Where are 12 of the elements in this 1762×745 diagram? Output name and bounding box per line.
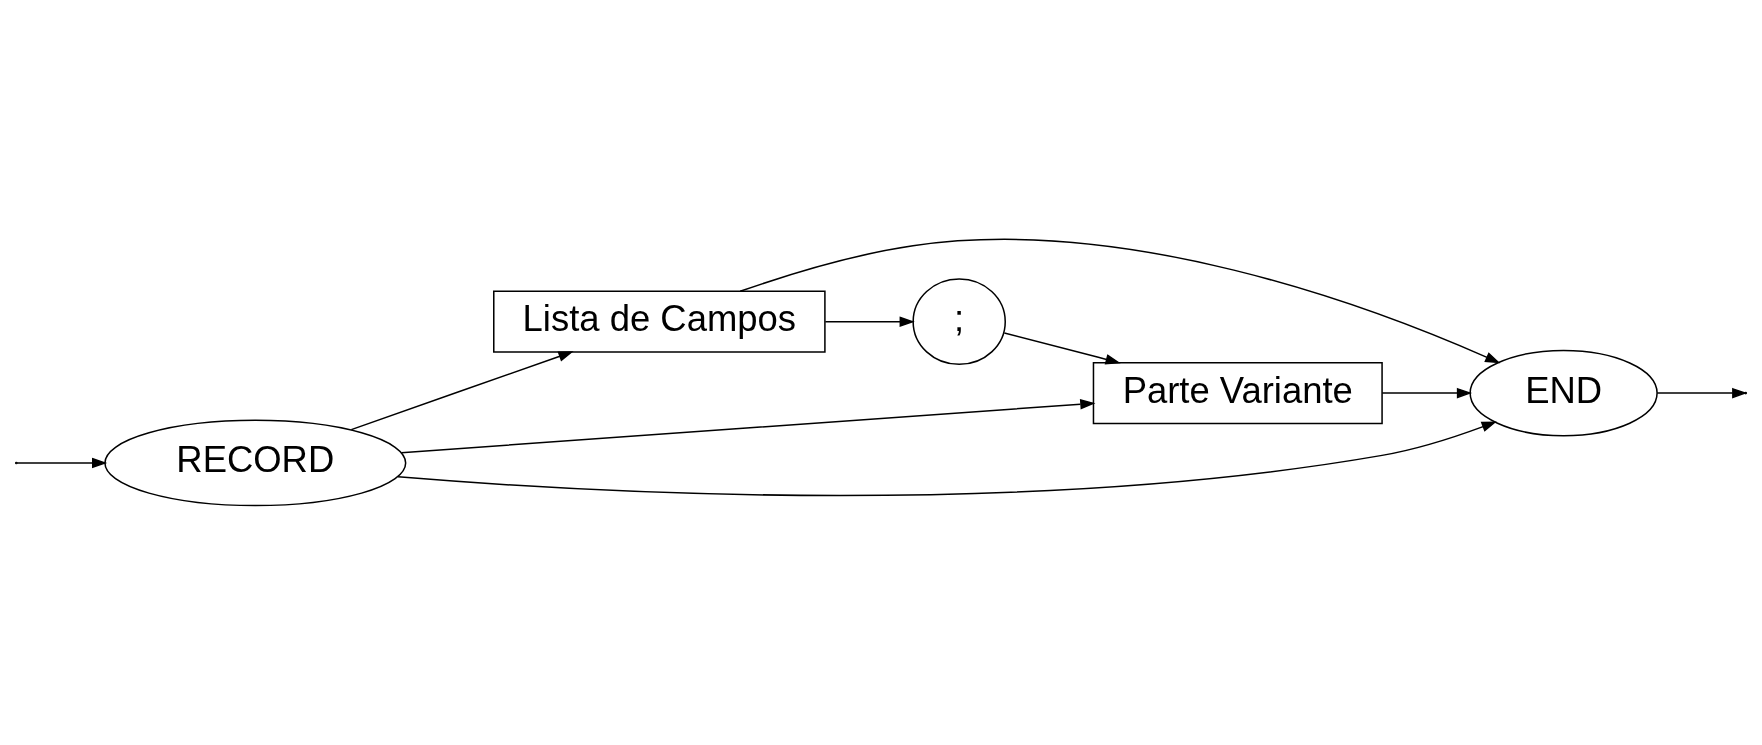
node-box: Parte Variante <box>1092 361 1383 425</box>
arrow <box>1381 387 1473 399</box>
arrow <box>739 238 1501 364</box>
arrow <box>350 351 574 431</box>
node-circle: ; <box>912 278 1006 366</box>
node-box: Lista de Campos <box>493 290 826 353</box>
arrow <box>397 421 1497 497</box>
arrow <box>16 457 108 469</box>
node-ellipse: RECORD <box>104 419 407 507</box>
arrow <box>1003 332 1121 365</box>
arrow <box>824 316 915 328</box>
arrow <box>400 398 1096 454</box>
